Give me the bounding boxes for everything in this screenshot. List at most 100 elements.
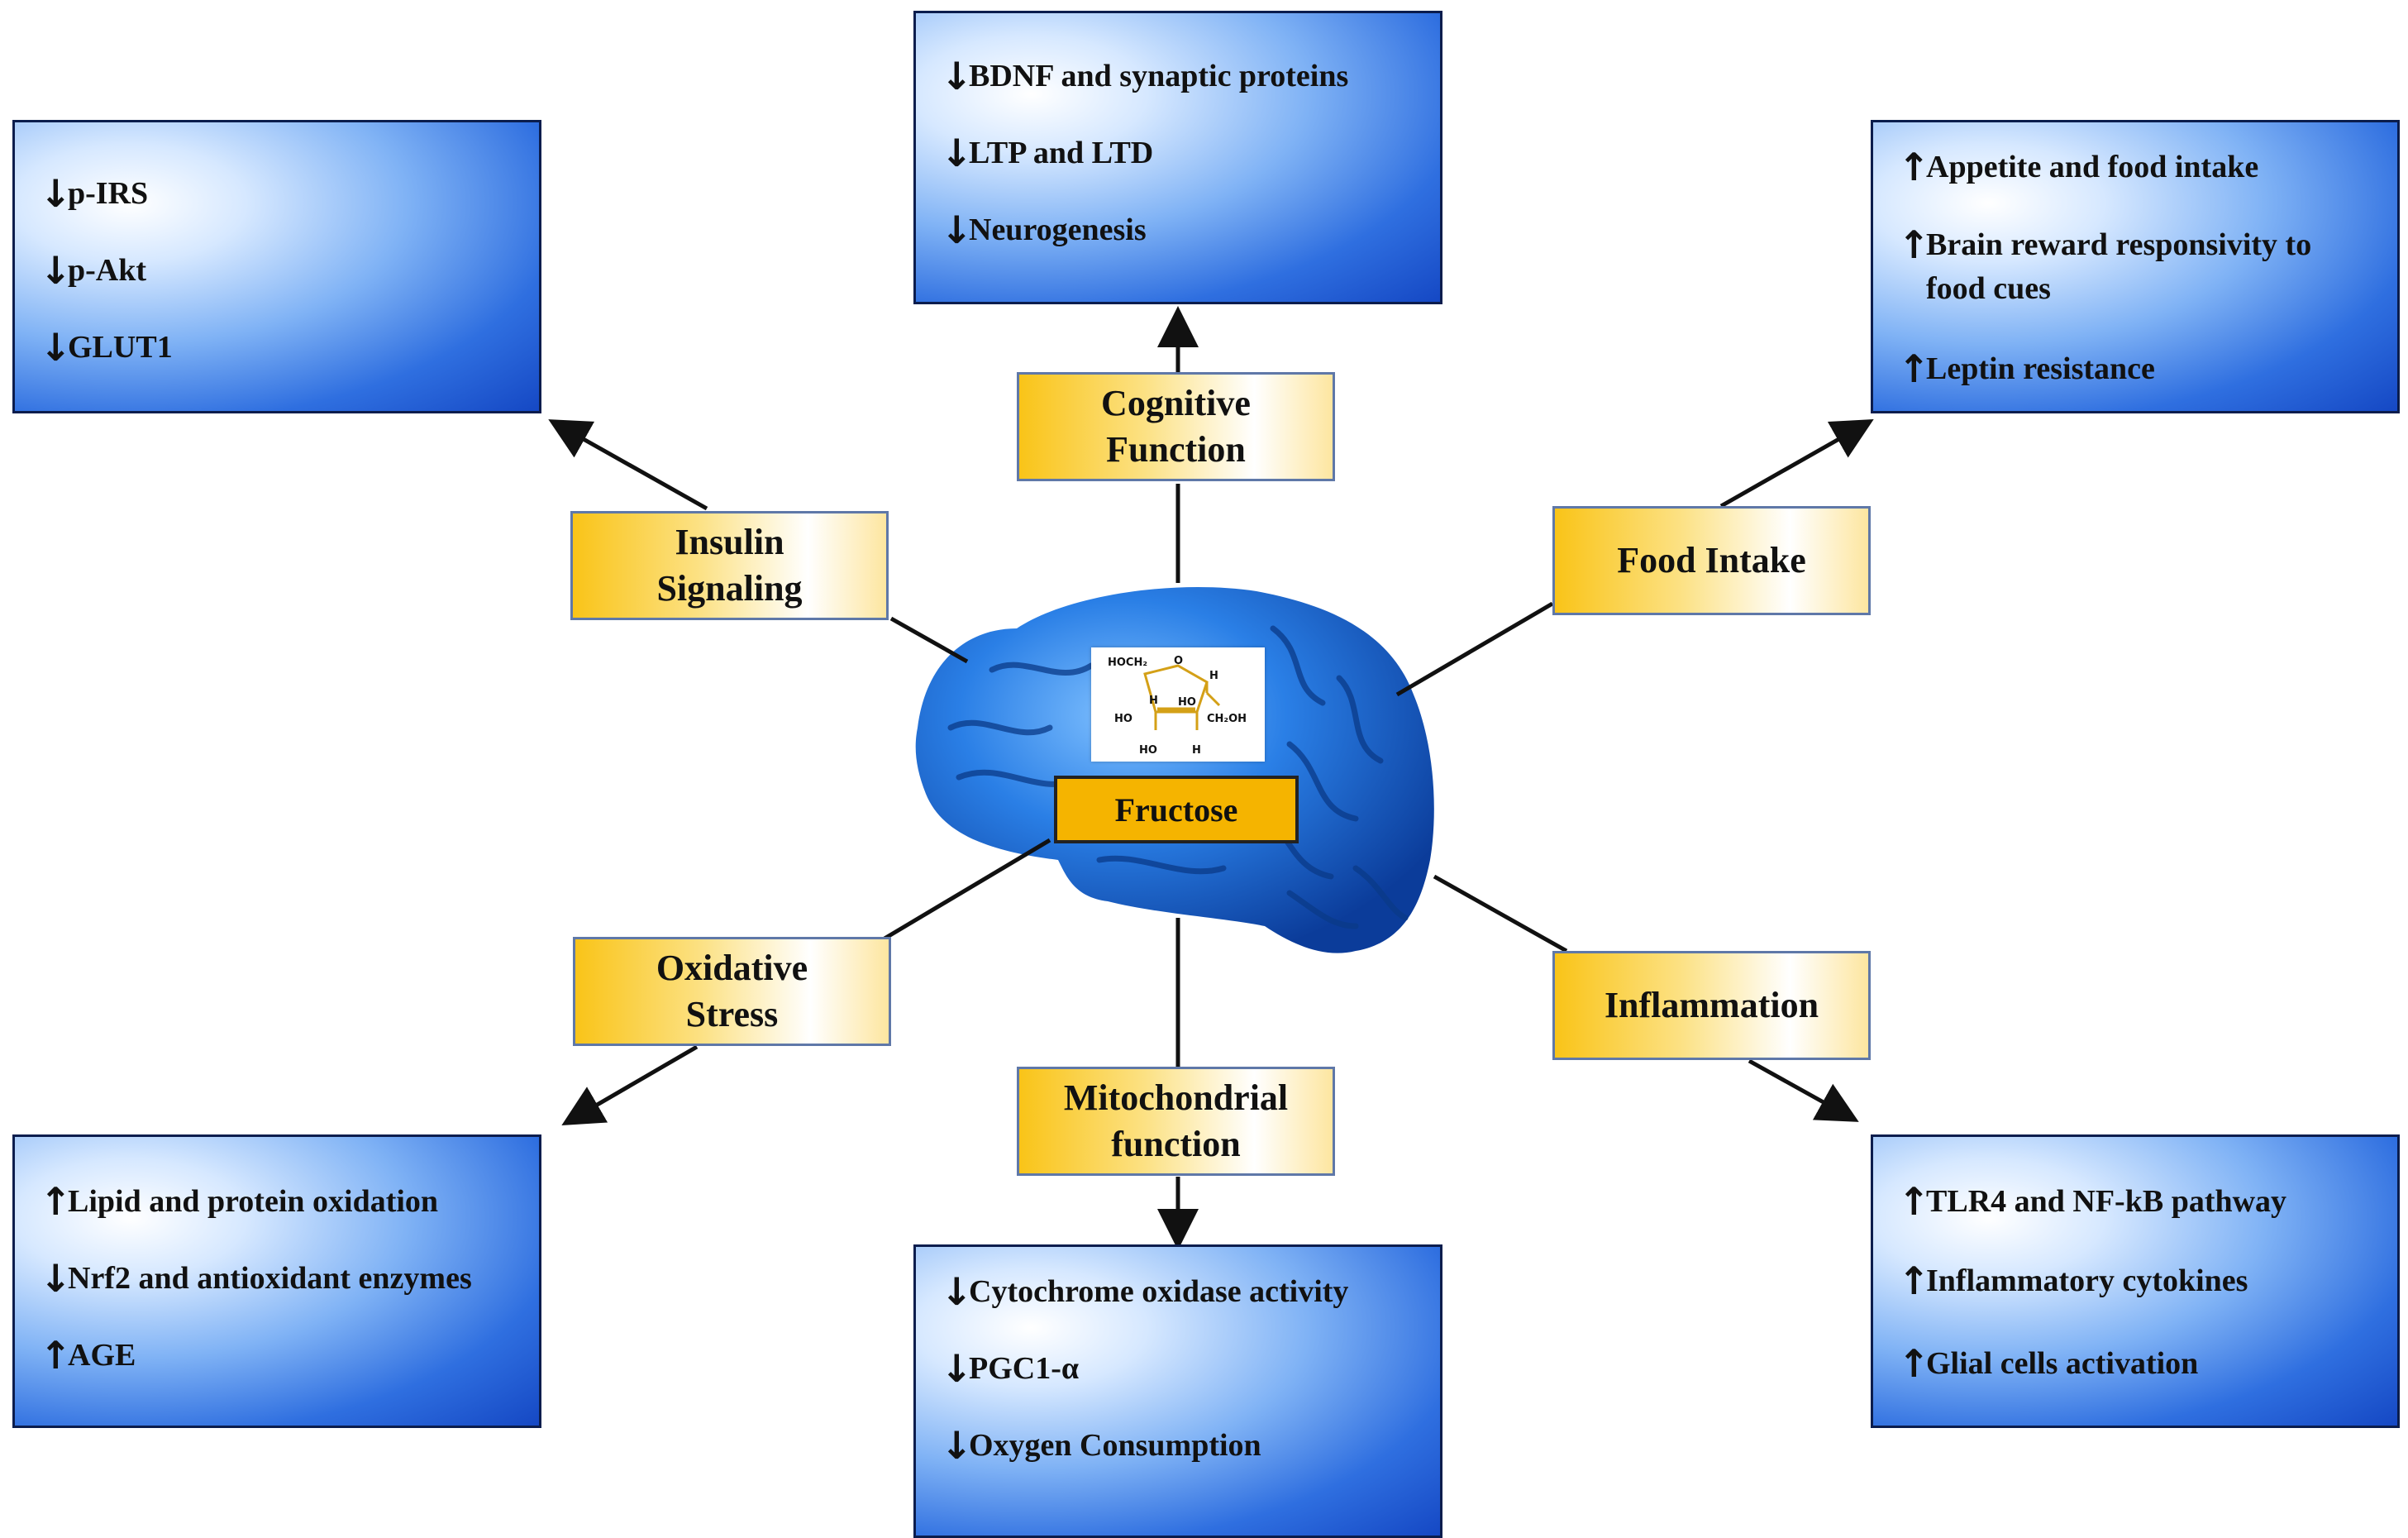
- effect-text: BDNF and synaptic proteins: [969, 59, 1349, 93]
- arrow-inflammation: [1748, 1058, 1859, 1122]
- effect-text: LTP and LTD: [969, 136, 1154, 170]
- spoke-food: [1395, 601, 1554, 697]
- up-arrow-icon: ↑: [1898, 346, 1930, 391]
- effect-item: ↑Appetite and food intake: [1898, 146, 2258, 189]
- down-arrow-icon: ↓: [941, 1423, 973, 1468]
- spoke-oxidative: [883, 838, 1051, 941]
- svg-text:HOCH₂: HOCH₂: [1108, 657, 1147, 669]
- brain-image: [915, 587, 1434, 953]
- effect-text: GLUT1: [68, 330, 173, 365]
- effect-text: Glial cells activation: [1926, 1346, 2199, 1381]
- down-arrow-icon: ↓: [941, 131, 973, 175]
- effect-item: ↓p-IRS: [40, 172, 148, 216]
- svg-text:HO: HO: [1139, 744, 1157, 757]
- effects-box-insulin: ↓p-IRS ↓p-Akt ↓GLUT1: [12, 120, 541, 413]
- effect-item: ↑AGE: [40, 1334, 136, 1378]
- effect-text: AGE: [68, 1338, 136, 1373]
- effect-text: PGC1-α: [969, 1351, 1080, 1386]
- svg-text:H: H: [1209, 670, 1218, 682]
- svg-text:CH₂OH: CH₂OH: [1207, 713, 1247, 725]
- arrow-insulin: [548, 419, 708, 511]
- effect-text: Nrf2 and antioxidant enzymes: [68, 1261, 472, 1296]
- effect-item: ↑Glial cells activation: [1898, 1342, 2198, 1386]
- node-label-line: Function: [1106, 429, 1246, 470]
- up-arrow-icon: ↑: [1898, 1259, 1930, 1303]
- effect-text: Oxygen Consumption: [969, 1428, 1261, 1463]
- node-mitochondrial-function: Mitochondrial function: [1017, 1067, 1335, 1176]
- up-arrow-icon: ↑: [1898, 1179, 1930, 1224]
- effect-item: ↓BDNF and synaptic proteins: [941, 55, 1348, 98]
- effect-item: ↓Cytochrome oxidase activity: [941, 1270, 1348, 1314]
- effects-box-cognitive: ↓BDNF and synaptic proteins ↓LTP and LTD…: [913, 11, 1442, 304]
- spoke-insulin: [889, 616, 969, 664]
- effect-item: ↓Oxygen Consumption: [941, 1424, 1261, 1468]
- up-arrow-icon: ↑: [1898, 1341, 1930, 1386]
- down-arrow-icon: ↓: [941, 1269, 973, 1314]
- svg-text:O: O: [1174, 655, 1183, 667]
- effect-item: ↑Leptin resistance: [1898, 347, 2155, 391]
- effect-text: Appetite and food intake: [1926, 150, 2259, 184]
- node-label-line: Insulin: [675, 521, 784, 562]
- down-arrow-icon: ↓: [40, 325, 72, 370]
- effect-item: ↑TLR4 and NF-kB pathway: [1898, 1180, 2286, 1224]
- effect-text: Cytochrome oxidase activity: [969, 1274, 1349, 1309]
- effect-item: ↓Neurogenesis: [941, 208, 1147, 252]
- effect-item: ↓LTP and LTD: [941, 131, 1153, 175]
- node-inflammation: Inflammation: [1552, 951, 1871, 1060]
- node-food-intake: Food Intake: [1552, 506, 1871, 615]
- down-arrow-icon: ↓: [40, 171, 72, 216]
- effect-item: ↑Brain reward responsivity to food cues: [1898, 223, 2369, 311]
- effect-item: ↓PGC1-α: [941, 1347, 1079, 1391]
- svg-text:H: H: [1149, 695, 1158, 707]
- effects-box-mito: ↓Cytochrome oxidase activity ↓PGC1-α ↓Ox…: [913, 1244, 1442, 1538]
- effects-box-oxidative: ↑Lipid and protein oxidation ↓Nrf2 and a…: [12, 1134, 541, 1428]
- down-arrow-icon: ↓: [941, 1346, 973, 1391]
- arrow-oxidative: [561, 1044, 699, 1126]
- svg-text:HO: HO: [1114, 713, 1132, 725]
- node-label-line: Food Intake: [1617, 539, 1806, 580]
- down-arrow-icon: ↓: [40, 1256, 72, 1301]
- up-arrow-icon: ↑: [1898, 222, 1930, 267]
- effect-text: Leptin resistance: [1926, 351, 2155, 386]
- arrow-food: [1719, 419, 1874, 509]
- effect-item: ↑Inflammatory cytokines: [1898, 1259, 2248, 1303]
- effect-item: ↓p-Akt: [40, 249, 146, 293]
- effects-box-food: ↑Appetite and food intake ↑Brain reward …: [1871, 120, 2400, 413]
- effects-box-inflammation: ↑TLR4 and NF-kB pathway ↑Inflammatory cy…: [1871, 1134, 2400, 1428]
- node-label-line: Cognitive: [1101, 382, 1251, 423]
- center-label-text: Fructose: [1114, 790, 1238, 829]
- node-label-line: Inflammation: [1604, 984, 1819, 1025]
- effect-text: Brain reward responsivity to food cues: [1926, 227, 2312, 307]
- up-arrow-icon: ↑: [1898, 145, 1930, 189]
- down-arrow-icon: ↓: [941, 54, 973, 98]
- node-label-line: Signaling: [656, 568, 803, 609]
- effect-text: Neurogenesis: [969, 213, 1147, 247]
- up-arrow-icon: ↑: [40, 1179, 72, 1224]
- up-arrow-icon: ↑: [40, 1333, 72, 1378]
- fructose-center-label: Fructose: [1054, 776, 1299, 843]
- down-arrow-icon: ↓: [40, 248, 72, 293]
- effect-text: Inflammatory cytokines: [1926, 1263, 2248, 1298]
- node-label-line: Mitochondrial: [1063, 1077, 1289, 1118]
- node-label-line: Stress: [685, 994, 779, 1034]
- down-arrow-icon: ↓: [941, 208, 973, 252]
- molecule-ring-icon: HOCH₂ O H H HO HO CH₂OH HO H: [1108, 655, 1247, 757]
- effect-text: p-Akt: [68, 253, 147, 288]
- node-label-line: Oxidative: [656, 947, 808, 988]
- svg-text:HO: HO: [1178, 696, 1196, 709]
- effect-item: ↓Nrf2 and antioxidant enzymes: [40, 1257, 472, 1301]
- node-label-line: function: [1111, 1124, 1241, 1164]
- effect-text: p-IRS: [68, 176, 149, 211]
- fructose-molecule-structure: HOCH₂ O H H HO HO CH₂OH HO H: [1091, 647, 1265, 762]
- effect-item: ↑Lipid and protein oxidation: [40, 1180, 438, 1224]
- spoke-inflammation: [1433, 874, 1568, 953]
- svg-text:H: H: [1192, 744, 1201, 757]
- effect-item: ↓GLUT1: [40, 326, 173, 370]
- effect-text: Lipid and protein oxidation: [68, 1184, 439, 1219]
- effect-text: TLR4 and NF-kB pathway: [1926, 1184, 2287, 1219]
